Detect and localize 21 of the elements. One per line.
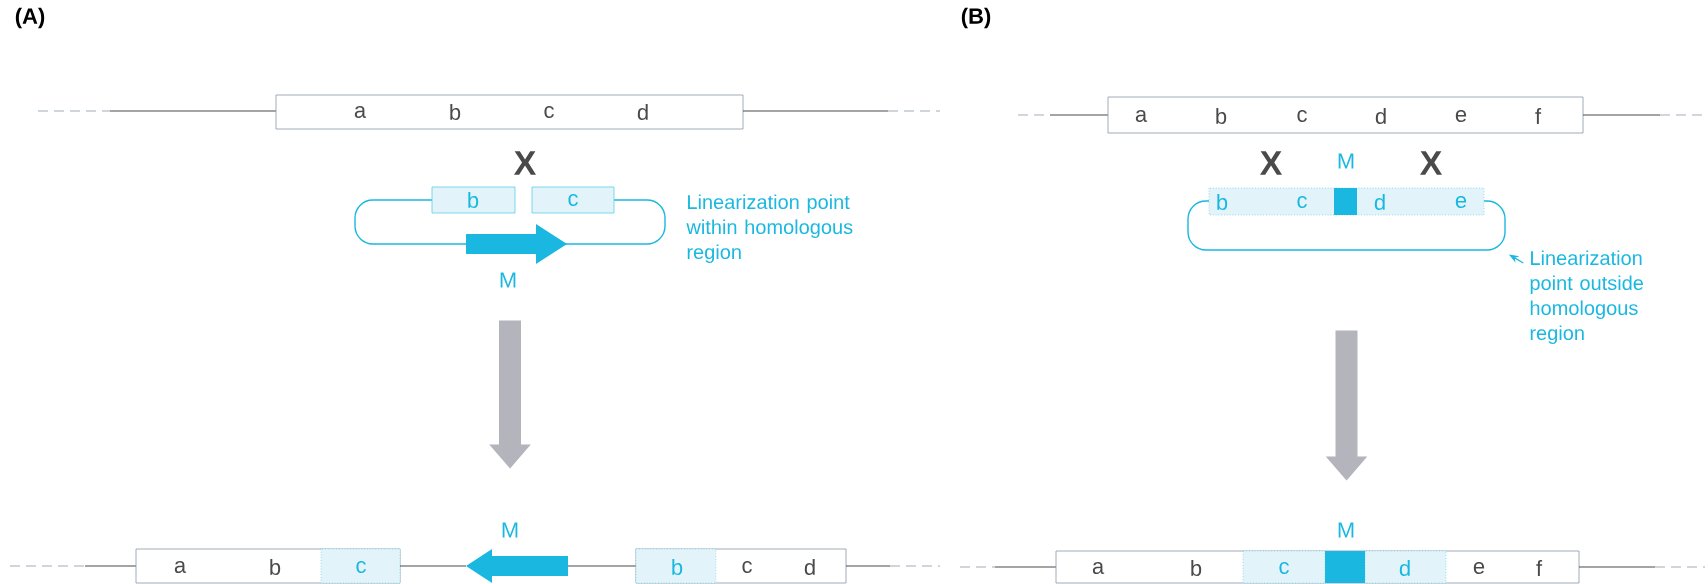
annotation-text: Linearization point within homologous region (686, 194, 853, 264)
node-label: M (1338, 522, 1354, 538)
panel-label: (A) (15, 7, 45, 29)
node-label: c (742, 560, 752, 574)
integrated-locus-drawing: a b c M b c d (9, 522, 941, 584)
chromosome-drawing: a b c d e f (1017, 96, 1706, 134)
node-label: M (502, 522, 518, 538)
integrated-locus-drawing: a b c M d e f (959, 522, 1706, 584)
panel-label: (B) (961, 7, 991, 29)
crossover-mark: X (1420, 151, 1443, 175)
plasmid-drawing: b c M (354, 186, 666, 288)
node-label: c (568, 193, 578, 207)
chromosome-drawing: a b c d (37, 94, 941, 130)
node-label: M (500, 272, 516, 288)
crossover-mark: X (514, 151, 537, 175)
annotation-text: Linearization point outside homologous region (1530, 250, 1643, 345)
node-label: b (468, 191, 479, 209)
crossover-mark: X (1260, 151, 1283, 175)
node-label: b (672, 558, 683, 576)
node-label: d (804, 558, 815, 576)
node-label: M (1338, 153, 1354, 169)
